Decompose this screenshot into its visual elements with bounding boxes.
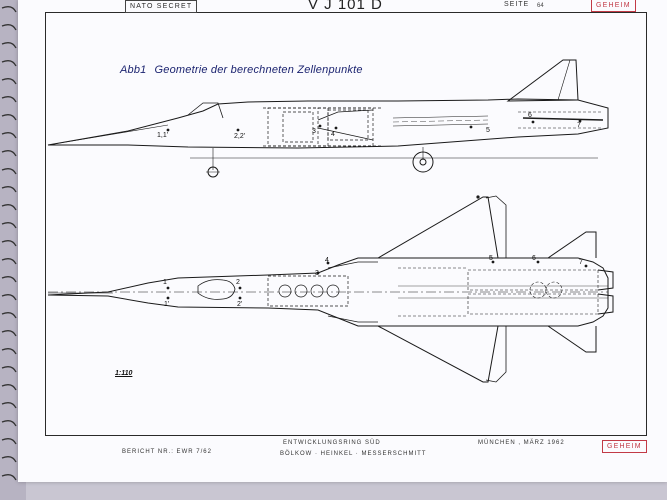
plan-point-label: 7	[579, 259, 583, 266]
plan-point-label: 2	[236, 279, 240, 286]
page-label: SEITE	[504, 1, 530, 8]
page-number: 64	[537, 3, 544, 9]
drawing-frame	[45, 12, 647, 436]
classification-stamp-bottom-right: GEHEIM	[602, 440, 647, 453]
organisation-name: ENTWICKLUNGSRING SÜD	[283, 440, 381, 446]
side-point-label: 6	[528, 112, 532, 119]
document-title: V J 101 D	[308, 0, 383, 13]
plan-point-label: 4	[325, 257, 329, 264]
drawing-scale: 1:110	[115, 370, 133, 377]
figure-title: Geometrie der berechneten Zellenpunkte	[154, 64, 363, 76]
organisation-members: BÖLKOW · HEINKEL · MESSERSCHMITT	[280, 451, 427, 457]
side-view	[47, 59, 609, 178]
plan-point-label: 2'	[237, 301, 242, 308]
side-point-label: 2,2'	[234, 133, 245, 140]
report-number: BERICHT NR.: EWR 7/62	[122, 449, 212, 455]
drawing-sheet: NATO SECRET V J 101 D SEITE 64 GEHEIM Ab…	[18, 0, 667, 482]
figure-caption: Abb1 Geometrie der berechneten Zellenpunk…	[120, 64, 363, 76]
side-point-label: 7	[577, 122, 581, 129]
side-point-label: 4	[331, 131, 335, 138]
plan-point-label: 1	[163, 279, 167, 286]
aircraft-drawing: 1,1' 2,2' 3 4 5 6 7 1 1' 2 2' 3 4 5 6 7	[47, 59, 614, 383]
side-point-label: 5	[486, 127, 490, 134]
place-and-date: MÜNCHEN , MÄRZ 1962	[478, 440, 565, 446]
plan-point-label: 3	[315, 270, 319, 277]
side-point-label: 1,1'	[157, 132, 168, 139]
classification-stamp-top-left: NATO SECRET	[125, 0, 198, 13]
plan-point-label: 5	[489, 255, 493, 262]
plan-point-label: 1'	[164, 301, 169, 308]
classification-stamp-top-right: GEHEIM	[591, 0, 636, 12]
plan-view	[47, 195, 614, 383]
plan-point-label: 6	[532, 255, 536, 262]
figure-number: Abb1	[120, 64, 147, 76]
side-point-label: 3	[312, 128, 316, 135]
